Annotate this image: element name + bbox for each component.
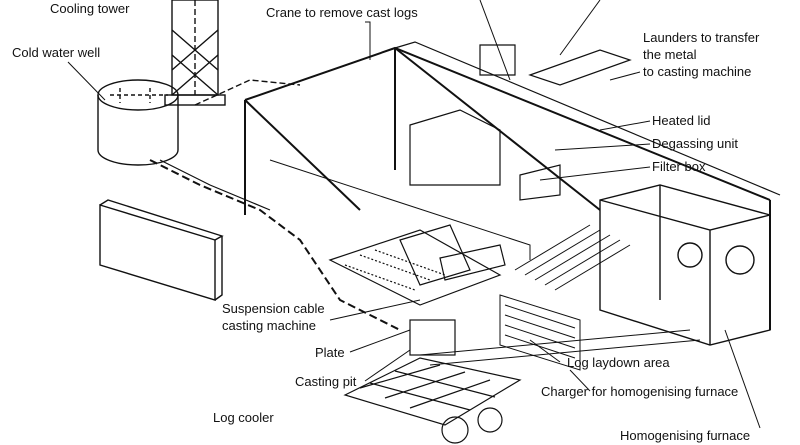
crane-frame <box>244 41 781 330</box>
label-suspension-line2: casting machine <box>222 318 316 333</box>
wall <box>99 199 224 301</box>
label-log-cooler: Log cooler <box>213 410 274 425</box>
launders <box>409 44 632 201</box>
label-suspension-line1: Suspension cable <box>222 301 325 316</box>
cooling-tower <box>164 0 226 106</box>
label-cold-water-well: Cold water well <box>12 45 101 60</box>
label-homogenising-furnace: Homogenising furnace <box>620 428 751 443</box>
label-crane: Crane to remove cast logs <box>266 5 418 20</box>
log-cooler <box>343 357 522 444</box>
label-cooling-tower: Cooling tower <box>50 1 130 16</box>
label-charger: Charger for homogenising furnace <box>541 384 739 399</box>
homogenising-furnace <box>599 184 771 346</box>
label-launders-line1: Launders to transfer <box>643 30 760 45</box>
cold-water-well <box>97 79 179 166</box>
label-log-laydown: Log laydown area <box>567 355 670 370</box>
leader-lines <box>67 0 761 429</box>
label-launders-line3: to casting machine <box>643 64 752 79</box>
label-casting-pit: Casting pit <box>295 374 357 389</box>
label-plate: Plate <box>315 345 345 360</box>
label-degassing-unit: Degassing unit <box>652 136 738 151</box>
log-laydown-rack <box>499 224 631 371</box>
label-launders-line2: the metal <box>643 47 697 62</box>
label-filter-box: Filter box <box>652 159 706 174</box>
casting-machine <box>328 224 506 356</box>
label-heated-lid: Heated lid <box>652 113 711 128</box>
